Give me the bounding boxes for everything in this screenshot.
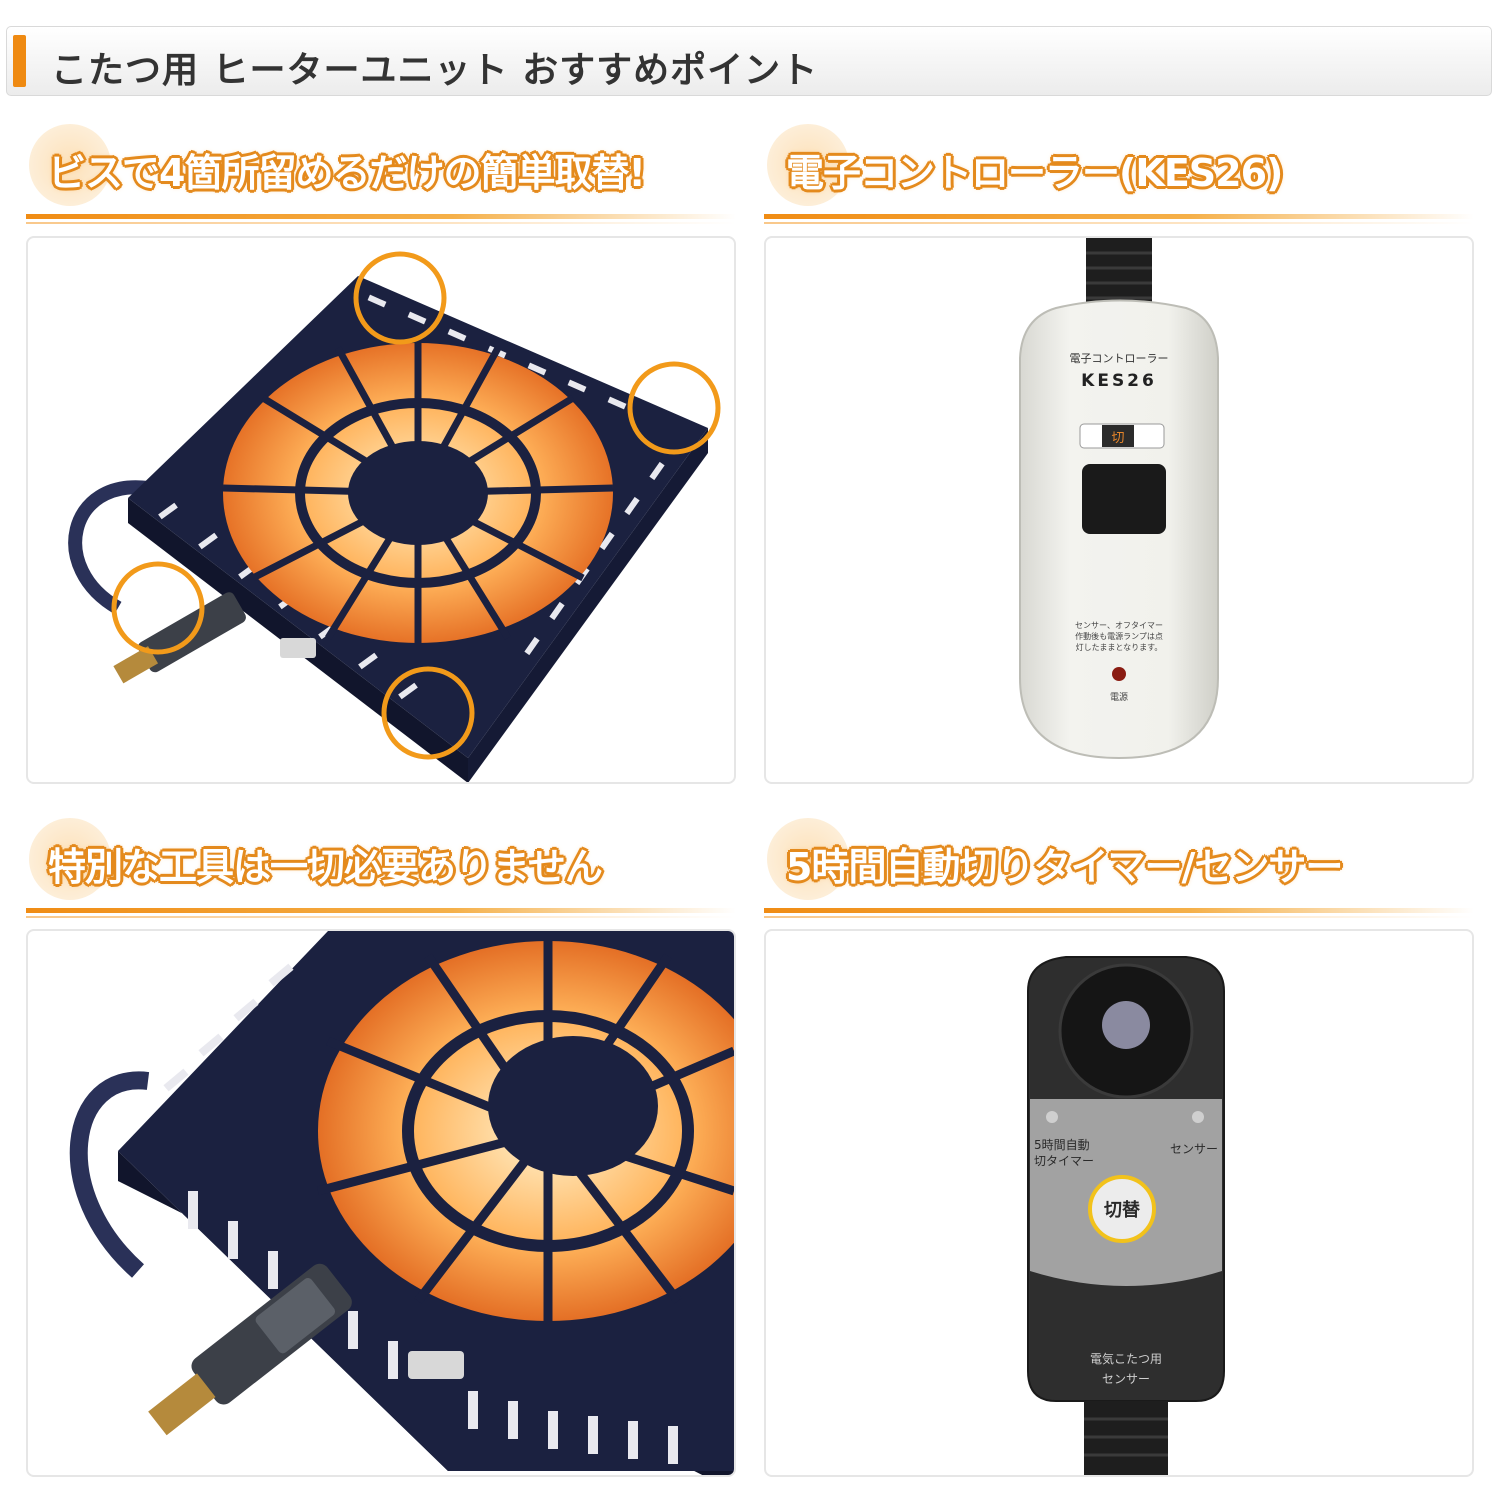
- grill-center-cap: [488, 1036, 658, 1176]
- heading-underline: [764, 214, 1474, 219]
- controller-model-label: KES26: [1081, 371, 1157, 391]
- controller-illustration: 電子コントローラー KES26 切 センサー、オフタイマー 作動後も電源ランプは…: [1019, 238, 1219, 760]
- heading-underline-thin: [26, 222, 736, 224]
- header-bar: こたつ用 ヒーターユニット おすすめポイント: [6, 26, 1492, 96]
- grill-center-cap: [348, 441, 488, 545]
- section-heading-controller: 電子コントローラー(KES26): [764, 124, 1474, 234]
- power-lamp: [1112, 667, 1126, 681]
- cord-ridges: [1086, 251, 1152, 300]
- heater-side-face: [468, 428, 708, 782]
- heading-decoration-circle: [29, 818, 111, 900]
- heater-closeup-illustration: [69, 931, 734, 1475]
- section-heading-easy-replace: ビスで4箇所留めるだけの簡単取替!: [26, 124, 736, 234]
- section-heading-text: 5時間自動切りタイマー/センサー: [786, 845, 1343, 889]
- section-heading-text: 電子コントローラー(KES26): [786, 151, 1283, 195]
- timer-label: 5時間自動: [1034, 1138, 1090, 1152]
- heading-decoration-circle: [767, 124, 849, 206]
- controller-dial-button[interactable]: [1082, 464, 1166, 534]
- heater-closeup-image-panel: [26, 929, 736, 1477]
- label-plate: [280, 638, 316, 658]
- power-cord: [68, 480, 149, 615]
- heading-underline: [26, 908, 736, 913]
- sensor-image-panel: 5時間自動 切タイマー センサー 切替 電気こたつ用 センサー: [764, 929, 1474, 1477]
- timer-label: 切タイマー: [1034, 1154, 1094, 1168]
- screw-highlight-circle: [111, 561, 205, 655]
- timer-indicator-led: [1046, 1111, 1058, 1123]
- heading-underline: [26, 214, 736, 219]
- heater-unit-image-panel: [26, 236, 736, 784]
- plug-connector: [148, 1263, 352, 1436]
- heading-underline: [764, 908, 1474, 913]
- device-label: センサー: [1102, 1372, 1150, 1386]
- controller-image-panel: 電子コントローラー KES26 切 センサー、オフタイマー 作動後も電源ランプは…: [764, 236, 1474, 784]
- device-label: 電気こたつ用: [1090, 1351, 1162, 1366]
- controller-label-top: 電子コントローラー: [1070, 352, 1169, 365]
- sensor-illustration: 5時間自動 切タイマー センサー 切替 電気こたつ用 センサー: [1027, 956, 1225, 1475]
- heading-decoration-circle: [29, 124, 111, 206]
- sensor-label: センサー: [1170, 1142, 1218, 1156]
- slide-switch-knob[interactable]: [1102, 425, 1134, 447]
- screw-highlight-circle: [381, 666, 475, 760]
- grill-ring: [402, 1010, 694, 1252]
- heading-underline-thin: [26, 916, 736, 918]
- screw-highlight-circle: [353, 251, 447, 345]
- grill-ring: [295, 398, 541, 588]
- heater-unit-illustration: [68, 251, 721, 782]
- power-lamp-label: 電源: [1110, 692, 1128, 703]
- screw-highlight-circles: [111, 251, 721, 760]
- controller-note-line: センサー、オフタイマー: [1075, 621, 1163, 630]
- controller-note-line: 灯したままとなります。: [1076, 642, 1163, 652]
- heading-underline-thin: [764, 916, 1474, 918]
- power-cord: [69, 1071, 150, 1278]
- heading-decoration-circle: [767, 818, 849, 900]
- vent-slots: [163, 963, 678, 1464]
- header-accent-bar: [13, 35, 26, 87]
- label-plate: [408, 1351, 464, 1379]
- section-heading-text: ビスで4箇所留めるだけの簡単取替!: [48, 151, 646, 195]
- page-title: こたつ用 ヒーターユニット おすすめポイント: [51, 50, 819, 91]
- toggle-button-label: 切替: [1104, 1199, 1141, 1221]
- section-heading-text: 特別な工具は一切必要ありません: [48, 845, 603, 889]
- section-heading-no-tools: 特別な工具は一切必要ありません: [26, 818, 736, 928]
- heading-underline-thin: [764, 222, 1474, 224]
- switch-off-label: 切: [1111, 431, 1124, 446]
- controller-note-line: 作動後も電源ランプは点: [1075, 631, 1163, 641]
- cord-ridges: [1084, 1417, 1168, 1457]
- section-heading-timer-sensor: 5時間自動切りタイマー/センサー: [764, 818, 1474, 928]
- screw-highlight-circle: [627, 361, 721, 455]
- sensor-indicator-led: [1192, 1111, 1204, 1123]
- sensor-lens-dome: [1102, 1001, 1150, 1049]
- toggle-button[interactable]: [1088, 1175, 1156, 1243]
